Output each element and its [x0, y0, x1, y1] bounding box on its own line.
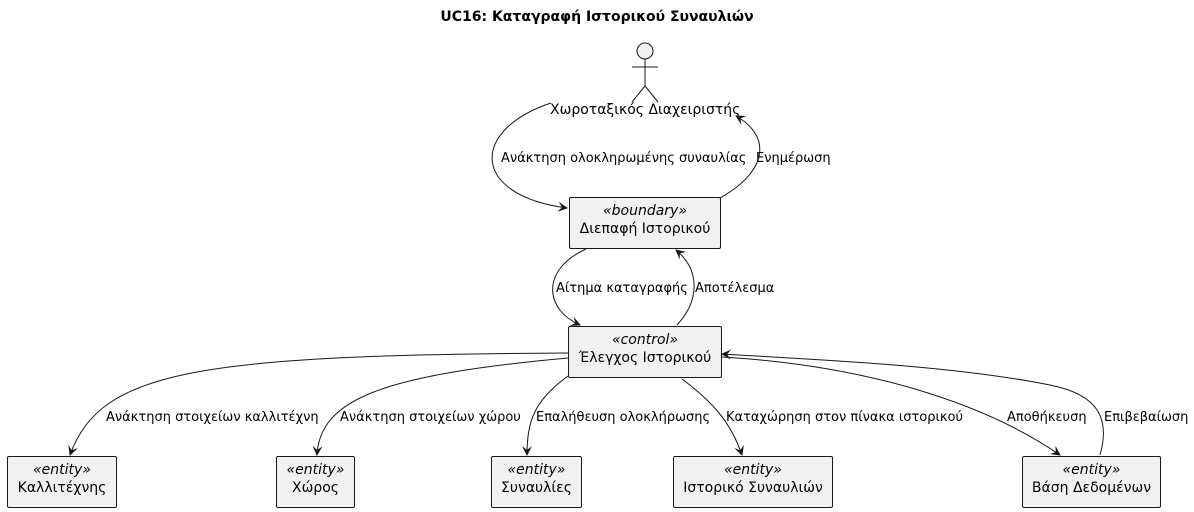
- edge-update: [719, 115, 761, 199]
- node-stereotype: «entity»: [724, 462, 782, 478]
- edge-record: [681, 378, 744, 456]
- control-node[interactable]: «control» Έλεγχος Ιστορικού: [568, 326, 722, 378]
- edge-label-store: Αποθήκευση: [1007, 410, 1087, 425]
- artist-entity-node[interactable]: «entity» Καλλιτέχνης: [7, 456, 117, 508]
- edge-confirm: [721, 349, 1104, 456]
- node-name: Διεπαφή Ιστορικού: [579, 221, 711, 237]
- edge-label-artist-data: Ανάκτηση στοιχείων καλλιτέχνη: [106, 410, 319, 425]
- edge-label-venue-data: Ανάκτηση στοιχείων χώρου: [340, 410, 521, 425]
- boundary-node[interactable]: «boundary» Διεπαφή Ιστορικού: [569, 197, 721, 249]
- edge-label-verify: Επαλήθευση ολοκλήρωσης: [536, 410, 710, 425]
- actor-figure: [631, 42, 659, 103]
- edge-artist-data: [68, 352, 569, 456]
- node-name: Έλεγχος Ιστορικού: [578, 350, 712, 366]
- edge-store: [721, 356, 1061, 456]
- node-name: Καλλιτέχνης: [17, 480, 107, 496]
- edge-label-record: Καταχώρηση στον πίνακα ιστορικού: [726, 410, 963, 425]
- edge-retrieve: [491, 102, 568, 212]
- edge-label-request: Αίτημα καταγραφής: [556, 281, 688, 296]
- node-stereotype: «entity»: [507, 462, 566, 478]
- node-stereotype: «entity»: [1062, 462, 1121, 478]
- node-stereotype: «entity»: [286, 462, 345, 478]
- node-stereotype: «boundary»: [603, 203, 687, 219]
- node-name: Βάση Δεδομένων: [1031, 480, 1152, 496]
- diagram-title: UC16: Καταγραφή Ιστορικού Συναυλιών: [440, 9, 754, 25]
- edge-verify: [522, 375, 569, 456]
- venue-entity-node[interactable]: «entity» Χώρος: [276, 456, 355, 508]
- edge-request: [552, 248, 587, 327]
- edge-label-retrieve: Ανάκτηση ολοκληρωμένης συναυλίας: [501, 151, 746, 166]
- node-name: Ιστορικό Συναυλιών: [683, 480, 823, 496]
- node-stereotype: «entity»: [33, 462, 91, 478]
- database-entity-node[interactable]: «entity» Βάση Δεδομένων: [1022, 456, 1161, 508]
- concerts-entity-node[interactable]: «entity» Συναυλίες: [491, 456, 582, 508]
- edge-label-update: Ενημέρωση: [756, 151, 831, 166]
- edge-label-result: Αποτέλεσμα: [695, 281, 774, 296]
- edge-label-confirm: Επιβεβαίωση: [1104, 410, 1188, 425]
- edge-result: [675, 249, 695, 326]
- edge-venue-data: [312, 357, 569, 456]
- node-name: Συναυλίες: [501, 480, 572, 496]
- node-name: Χώρος: [292, 480, 339, 496]
- actor-label: Χωροταξικός Διαχειριστής: [550, 102, 741, 118]
- history-entity-node[interactable]: «entity» Ιστορικό Συναυλιών: [673, 456, 833, 508]
- node-stereotype: «control»: [611, 332, 679, 348]
